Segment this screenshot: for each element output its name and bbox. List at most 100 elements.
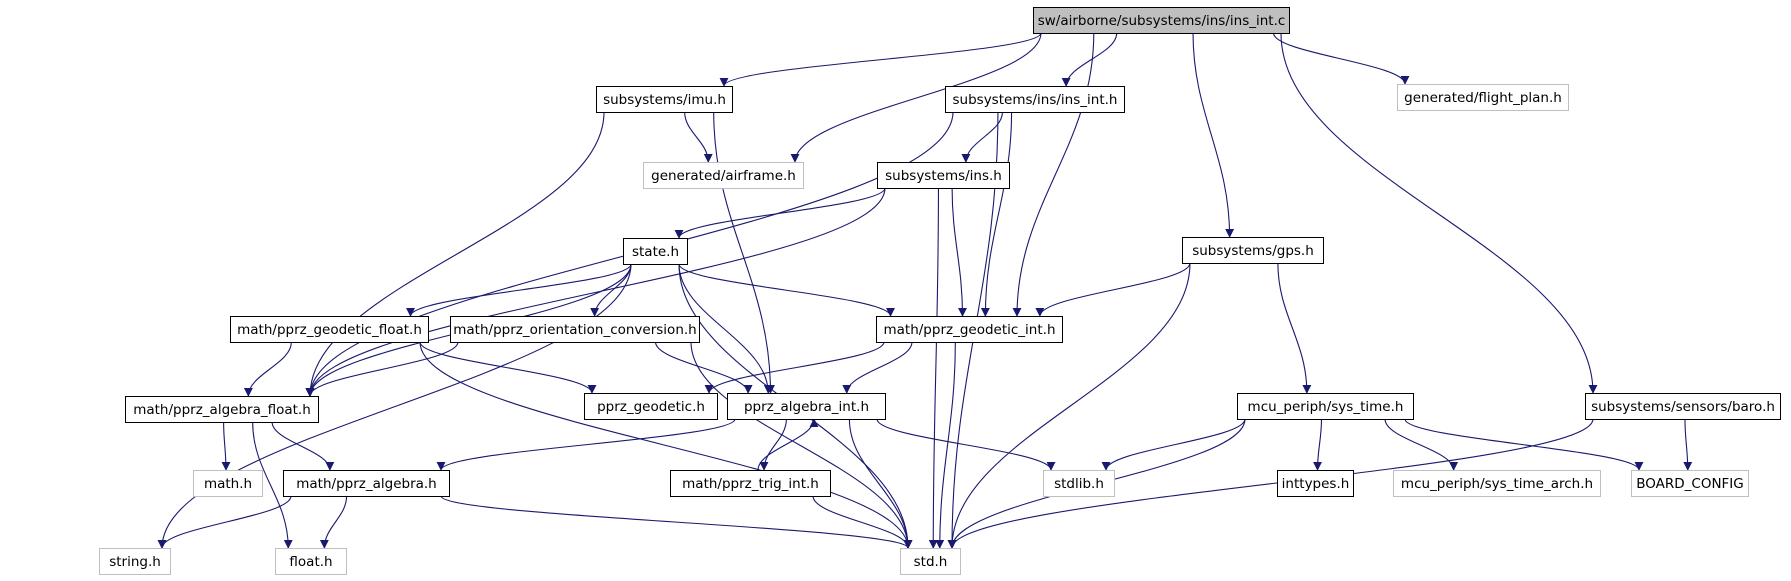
node-label: subsystems/ins.h	[885, 168, 1002, 184]
node-label: sw/airborne/subsystems/ins/ins_int.c	[1038, 13, 1286, 29]
node-string-h: string.h	[99, 548, 171, 575]
node-gps-h[interactable]: subsystems/gps.h	[1182, 237, 1324, 264]
node-box	[876, 316, 1063, 343]
edge-algebra_h-to-std_h	[440, 495, 913, 549]
node-label: math/pprz_orientation_conversion.h	[453, 322, 696, 338]
node-airframe-h: generated/airframe.h	[643, 162, 804, 189]
node-box	[450, 316, 700, 343]
edge-algebra_int_h-to-stdlib_h	[876, 418, 1056, 471]
node-math-h: math.h	[193, 470, 263, 497]
node-box	[1631, 470, 1749, 497]
edge-baro_h-to-std_h	[947, 418, 1594, 549]
node-label: generated/airframe.h	[651, 168, 796, 184]
node-label: subsystems/imu.h	[603, 92, 726, 108]
edge-ins_int_c-to-flight_plan_h	[1272, 32, 1410, 85]
node-pprz-geodetic-h[interactable]: pprz_geodetic.h	[584, 393, 718, 420]
node-label: math/pprz_geodetic_int.h	[883, 322, 1055, 338]
edge-state_h-to-geodetic_int_h	[678, 263, 895, 317]
node-box	[877, 162, 1010, 189]
node-sys-time-arch-h: mcu_periph/sys_time_arch.h	[1393, 470, 1601, 497]
edge-state_h-to-string_h	[157, 263, 632, 549]
node-label: generated/flight_plan.h	[1404, 90, 1562, 106]
node-label: math/pprz_geodetic_float.h	[237, 322, 422, 338]
node-label: math/pprz_trig_int.h	[682, 476, 819, 492]
edge-ins_int_c-to-baro_h	[1280, 32, 1598, 394]
edge-sys_time_h-to-inttypes_h	[1313, 418, 1323, 471]
edge-orientation_h-to-std_h	[690, 341, 913, 549]
node-ins-h[interactable]: subsystems/ins.h	[877, 162, 1010, 189]
edge-algebra_int_h-to-std_h	[848, 418, 913, 549]
node-label: math/pprz_algebra_float.h	[133, 402, 311, 418]
edge-orientation_h-to-algebra_float_h	[305, 341, 459, 397]
edge-algebra_float_h-to-float_h	[252, 421, 293, 549]
node-box	[275, 548, 347, 575]
edge-ins_int_c-to-airframe_h	[790, 32, 1042, 163]
node-box	[670, 470, 831, 497]
edge-ins_h-to-state_h	[674, 187, 886, 239]
node-board-config: BOARD_CONFIG	[1631, 470, 1749, 497]
node-std-h: std.h	[900, 548, 961, 575]
edge-algebra_float_h-to-math_h	[221, 421, 231, 471]
edge-geodetic_int_h-to-algebra_int_h	[842, 341, 913, 394]
node-algebra-float-h[interactable]: math/pprz_algebra_float.h	[125, 396, 319, 423]
node-box	[125, 396, 319, 423]
node-label: string.h	[109, 554, 161, 570]
node-flight-plan-h: generated/flight_plan.h	[1397, 84, 1569, 111]
node-box	[945, 86, 1125, 113]
node-box	[1393, 470, 1601, 497]
node-sys-time-h[interactable]: mcu_periph/sys_time.h	[1237, 393, 1414, 420]
edge-ins_int_h-to-geodetic_int_h	[980, 111, 1013, 317]
node-state-h[interactable]: state.h	[623, 238, 688, 265]
edge-algebra_h-to-float_h	[319, 495, 348, 549]
edge-state_h-to-geodetic_float_h	[406, 263, 632, 317]
node-label: subsystems/sensors/baro.h	[1591, 399, 1775, 415]
edge-sys_time_h-to-sys_time_arch_h	[1384, 418, 1459, 471]
node-label: inttypes.h	[1282, 476, 1350, 492]
edge-ins_h-to-geodetic_int_h	[951, 187, 967, 317]
edge-algebra_float_h-to-algebra_h	[271, 421, 335, 471]
node-float-h: float.h	[275, 548, 347, 575]
node-box	[1043, 470, 1115, 497]
edge-state_h-to-orientation_h	[590, 263, 632, 317]
node-baro-h[interactable]: subsystems/sensors/baro.h	[1585, 393, 1781, 420]
edge-state_h-to-algebra_int_h	[678, 263, 773, 394]
edge-sys_time_h-to-stdlib_h	[1101, 418, 1246, 471]
node-algebra-h[interactable]: math/pprz_algebra.h	[283, 470, 450, 497]
node-box	[1277, 470, 1354, 497]
nodes-layer: sw/airborne/subsystems/ins/ins_int.csubs…	[99, 7, 1781, 575]
node-ins-int-c[interactable]: sw/airborne/subsystems/ins/ins_int.c	[1033, 7, 1290, 34]
node-inttypes-h[interactable]: inttypes.h	[1277, 470, 1354, 497]
edge-geodetic_float_h-to-std_h	[419, 341, 913, 549]
edge-algebra_int_h-to-algebra_h	[436, 418, 736, 471]
node-ins-int-h[interactable]: subsystems/ins/ins_int.h	[945, 86, 1125, 113]
edge-ins_h-to-algebra_float_h	[305, 187, 886, 397]
edge-imu_h-to-algebra_float_h	[305, 111, 605, 397]
node-label: BOARD_CONFIG	[1636, 476, 1744, 492]
node-algebra-int-h[interactable]: pprz_algebra_int.h	[727, 393, 886, 420]
node-orientation-h[interactable]: math/pprz_orientation_conversion.h	[450, 316, 700, 343]
node-box	[1585, 393, 1781, 420]
node-label: std.h	[914, 554, 948, 570]
edge-gps_h-to-geodetic_int_h	[1035, 262, 1191, 317]
node-box	[584, 393, 718, 420]
edge-geodetic_float_h-to-pprz_geodetic_h	[419, 341, 597, 394]
node-box	[193, 470, 263, 497]
edge-imu_h-to-algebra_int_h	[713, 111, 775, 394]
node-box	[1033, 7, 1290, 34]
edge-algebra_h-to-string_h	[157, 495, 292, 549]
edge-imu_h-to-airframe_h	[684, 111, 713, 163]
node-label: pprz_geodetic.h	[597, 399, 705, 415]
node-label: math.h	[204, 476, 252, 492]
node-box	[596, 86, 733, 113]
node-imu-h[interactable]: subsystems/imu.h	[596, 86, 733, 113]
node-geodetic-int-h[interactable]: math/pprz_geodetic_int.h	[876, 316, 1063, 343]
edge-gps_h-to-std_h	[947, 262, 1191, 549]
node-geodetic-float-h[interactable]: math/pprz_geodetic_float.h	[230, 316, 429, 343]
edge-ins_h-to-std_h	[928, 187, 939, 549]
edge-ins_int_h-to-ins_h	[961, 111, 1004, 163]
node-box	[283, 470, 450, 497]
node-box	[1397, 84, 1569, 111]
node-box	[1237, 393, 1414, 420]
node-trig-int-h[interactable]: math/pprz_trig_int.h	[670, 470, 831, 497]
